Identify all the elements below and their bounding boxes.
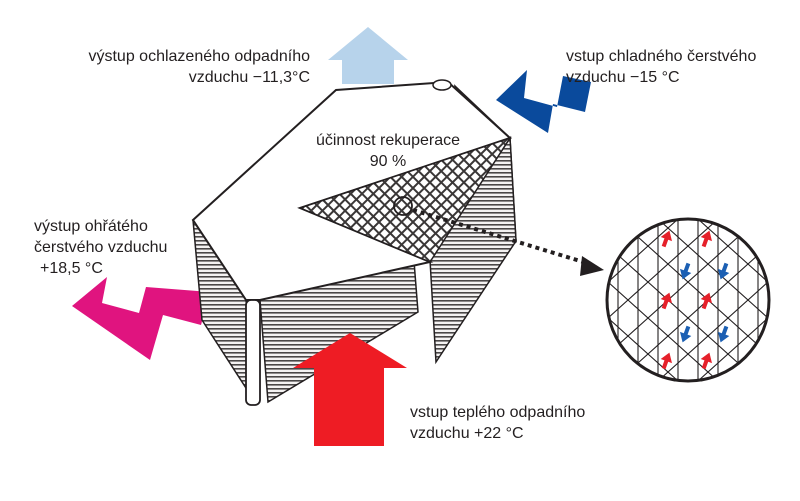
label-fresh-out: výstup ohřátého čerstvého vzduchu +18,5 … (34, 216, 204, 279)
channel-cell (718, 174, 738, 210)
channel-cell (778, 264, 798, 300)
channel-cell (578, 336, 598, 372)
label-exhaust-in: vstup teplého odpadního vzduchu +22 °C (410, 402, 640, 444)
channel-cell (598, 174, 618, 210)
channel-cell (778, 408, 798, 444)
label-fresh-in: vstup chladného čerstvého vzduchu −15 °C (566, 46, 791, 88)
channel-cell (638, 390, 658, 426)
channel-cell (617, 219, 639, 229)
channel-cell (658, 408, 678, 444)
channel-cell (778, 336, 798, 372)
flow-up-arrow-icon (660, 230, 672, 248)
label-fresh-out-line2: čerstvého vzduchu (34, 239, 168, 256)
flow-down-arrow-icon (680, 325, 692, 343)
exchanger-corner-post (245, 299, 261, 406)
channel-cell (757, 219, 769, 247)
label-efficiency-line1: účinnost rekuperace (315, 132, 461, 149)
label-exhaust-out: výstup ochlazeného odpadního vzduchu −11… (40, 46, 310, 88)
channel-cell (578, 192, 598, 228)
channel-cell (778, 228, 798, 264)
label-exhaust-in-line2: vzduchu +22 °C (410, 425, 524, 442)
label-exhaust-out-line2: vzduchu −11,3°C (188, 69, 310, 86)
label-fresh-out-line3: +18,5 °C (40, 260, 103, 277)
magnifier-circle-icon (578, 174, 798, 444)
label-fresh-in-line2: vzduchu −15 °C (566, 69, 680, 86)
flow-up-arrow-icon (700, 292, 712, 310)
label-exhaust-in-line1: vstup teplého odpadního (410, 404, 586, 421)
label-efficiency-line2: 90 % (369, 153, 407, 170)
label-fresh-out-line1: výstup ohřátého (34, 218, 148, 235)
exchanger-channel-section (297, 136, 512, 263)
flow-down-arrow-icon (680, 262, 692, 280)
channel-cell (738, 408, 758, 444)
magnifier-spot-icon (393, 196, 413, 216)
flow-up-arrow-icon (700, 352, 712, 370)
channel-cell (638, 174, 658, 210)
channel-cell (678, 174, 698, 210)
label-efficiency: účinnost rekuperace 90 % (298, 130, 478, 172)
flow-up-arrow-icon (660, 292, 672, 310)
channel-cell (737, 371, 759, 381)
channel-cell (578, 228, 598, 264)
arrow-exhaust-in-icon (293, 333, 407, 446)
flow-down-arrow-icon (718, 325, 730, 343)
channel-cell (737, 219, 759, 229)
arrow-exhaust-out-icon (328, 27, 408, 84)
leader-line (412, 208, 591, 266)
channel-cell (678, 390, 698, 426)
exchanger-cap (432, 79, 452, 91)
arrow-fresh-in-icon (496, 70, 591, 133)
channel-cell (578, 300, 598, 336)
channel-cell (778, 372, 798, 408)
label-fresh-in-line1: vstup chladného čerstvého (566, 48, 757, 65)
arrow-fresh-out-icon (72, 277, 210, 360)
channel-cell (778, 300, 798, 336)
channel-cell (758, 390, 778, 426)
label-exhaust-out-line1: výstup ochlazeného odpadního (88, 48, 310, 65)
channel-cell (607, 219, 619, 247)
channel-cell (718, 390, 738, 426)
channel-cell (778, 192, 798, 228)
flow-up-arrow-icon (700, 230, 712, 248)
channel-cell (758, 174, 778, 210)
channel-cell (698, 408, 718, 444)
leader-arrowhead-icon (580, 256, 604, 276)
channel-cell (607, 353, 619, 381)
flow-up-arrow-icon (660, 352, 672, 370)
channel-cell (757, 353, 769, 381)
flow-down-arrow-icon (718, 262, 730, 280)
